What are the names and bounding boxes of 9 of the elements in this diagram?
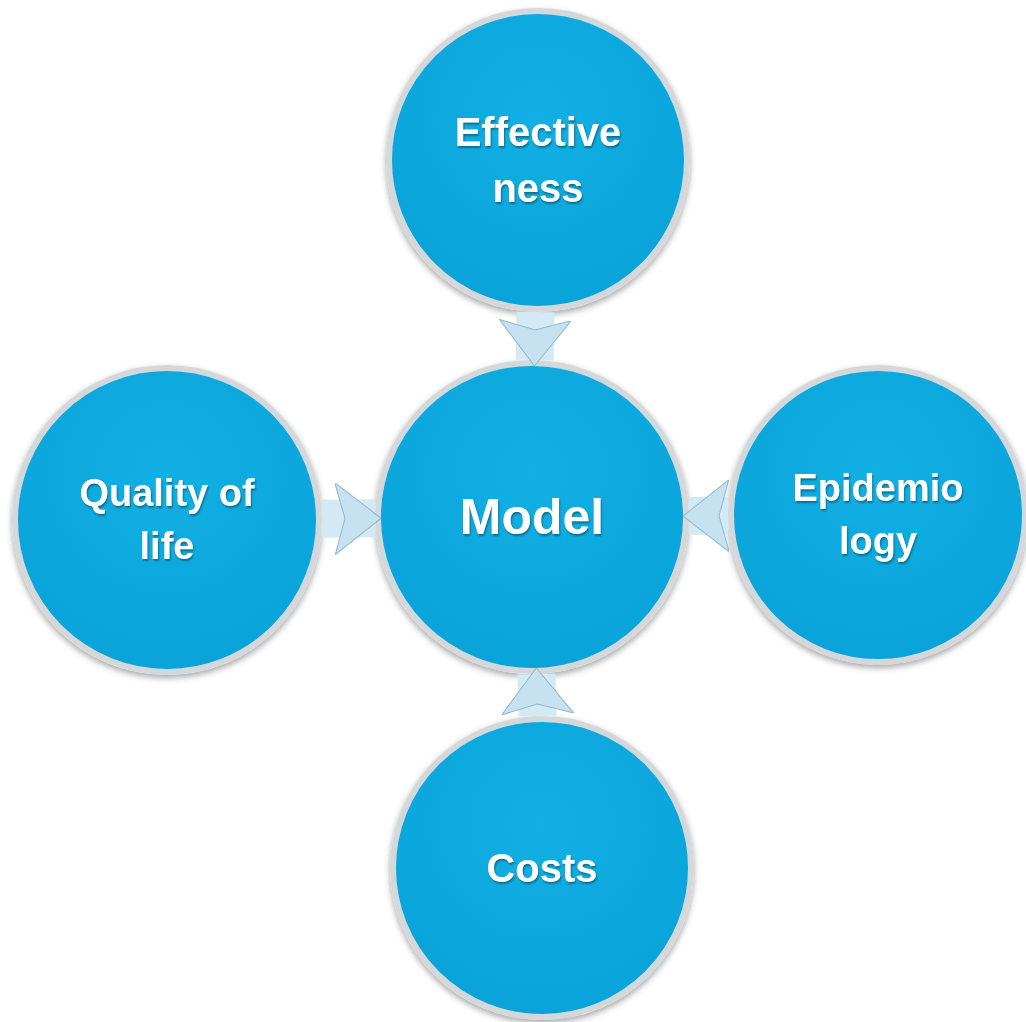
block-arrow <box>498 311 572 367</box>
node-label: Model <box>458 488 606 547</box>
node-label: Effective ness <box>453 109 623 212</box>
node-label: Quality of life <box>78 470 256 569</box>
node-label: Costs <box>485 845 599 892</box>
block-arrow <box>321 482 382 556</box>
block-arrow <box>501 667 575 717</box>
node-label: Epidemio logy <box>791 465 965 564</box>
block-arrow <box>682 479 730 553</box>
